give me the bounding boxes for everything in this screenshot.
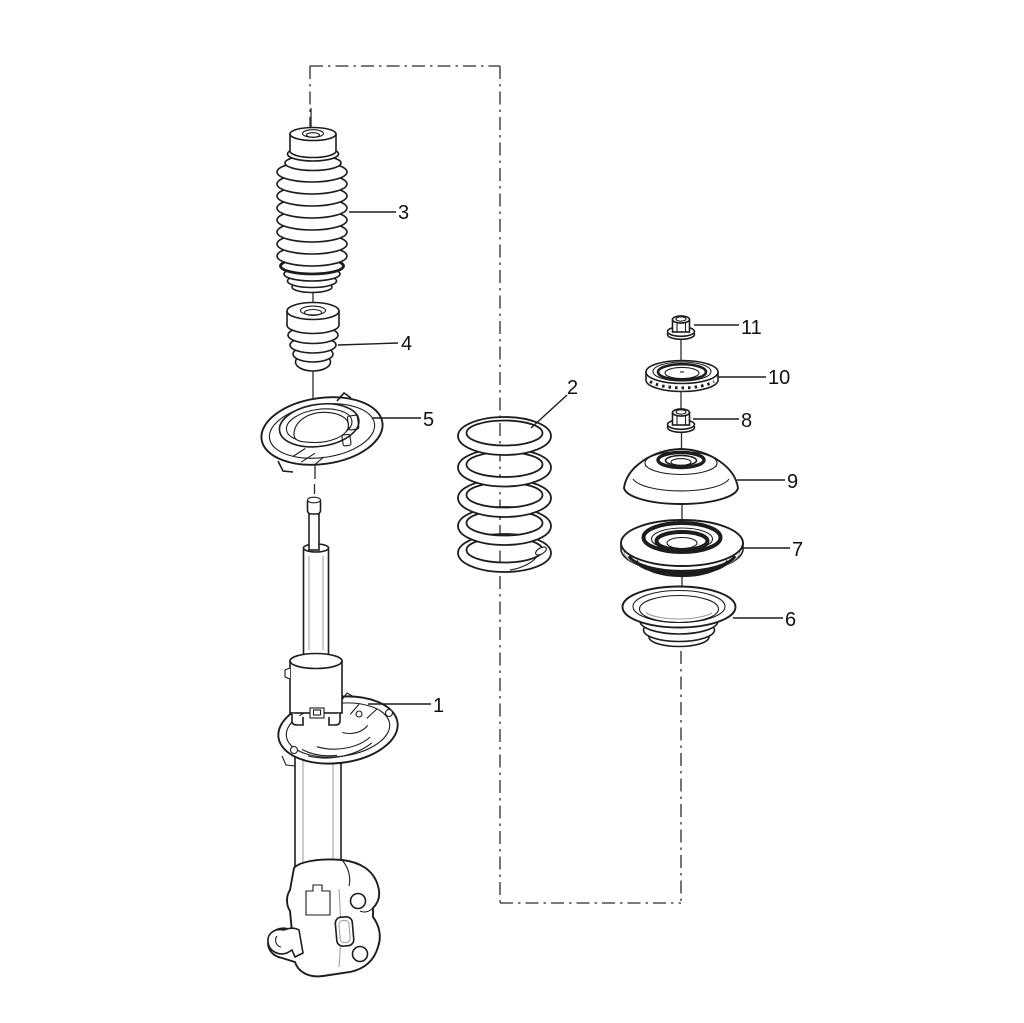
part-8-nut (666, 408, 696, 434)
callouts: 1 2 3 4 5 6 7 8 9 10 11 (337, 202, 803, 717)
callout-label-3: 3 (398, 202, 409, 224)
callout-label-7: 7 (792, 539, 803, 561)
part-4-bump-stop (286, 301, 340, 372)
part-5-upper-spring-seat (260, 391, 384, 473)
part-6-lower-spring-seat (621, 585, 737, 648)
callout-label-11: 11 (741, 317, 762, 339)
callout-label-2: 2 (567, 377, 578, 399)
callout-leader-2 (530, 394, 568, 429)
part-2-coil-spring (457, 416, 552, 573)
callout-label-9: 9 (787, 471, 798, 493)
callout-label-4: 4 (401, 333, 412, 355)
callout-label-5: 5 (423, 409, 434, 431)
part-9-strut-mount (623, 448, 739, 505)
callout-label-8: 8 (741, 410, 752, 432)
part-11-nut (666, 315, 696, 341)
part-1-strut (267, 496, 399, 978)
part-7-bearing (620, 519, 744, 578)
part-3-dust-boot (276, 126, 348, 294)
callout-label-10: 10 (768, 367, 790, 389)
callout-label-6: 6 (785, 609, 796, 631)
callout-label-1: 1 (433, 695, 444, 717)
callout-leader-4 (337, 342, 399, 346)
part-10-retainer-cap (645, 359, 719, 393)
